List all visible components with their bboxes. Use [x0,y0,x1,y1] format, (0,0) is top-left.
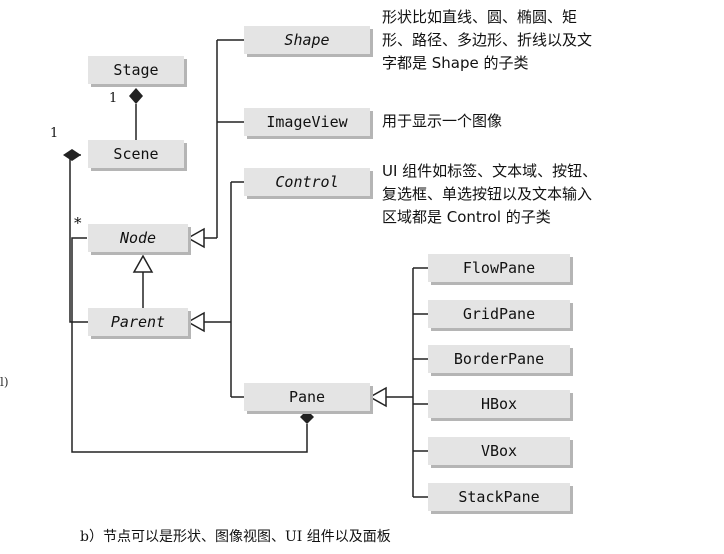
multiplicity-scene-parent: 1 [50,126,59,141]
stage-diamond [129,88,143,104]
class-stackpane: StackPane [428,483,570,511]
note-control-line-3: 区域都是 Control 的子类 [382,208,551,226]
note-imageview-line-1: 用于显示一个图像 [382,112,503,130]
note-control-line-2: 复选框、单选按钮以及文本输入 [382,185,593,203]
class-shape: Shape [244,26,370,54]
note-shape-line-3: 字都是 Shape 的子类 [382,54,529,72]
class-stage: Stage [88,56,184,84]
note-shape: 形状比如直线、圆、椭圆、矩 形、路径、多边形、折线以及文 字都是 Shape 的… [382,6,592,75]
figure-caption: b）节点可以是形状、图像视图、UI 组件以及面板 [80,529,391,545]
scene-diamond [63,149,81,161]
class-borderpane: BorderPane [428,345,570,373]
class-pane: Pane [244,383,370,411]
edge-fragment: l) [0,375,9,389]
node-inherit-arrow [132,254,154,273]
note-imageview: 用于显示一个图像 [382,110,502,133]
parent-inherit-arrow [186,311,205,333]
class-node: Node [88,224,188,252]
class-flowpane: FlowPane [428,254,570,282]
class-control: Control [244,168,370,196]
pane-children-link [71,237,308,453]
class-scene: Scene [88,140,184,168]
note-shape-line-2: 形、路径、多边形、折线以及文 [382,31,593,49]
node-inherit-arrow-2 [186,227,205,249]
pane-diamond [300,410,314,424]
class-vbox: VBox [428,437,570,465]
multiplicity-stage-scene: 1 [109,91,118,106]
class-imageview: ImageView [244,108,370,136]
multiplicity-pane-node: * [74,214,82,232]
note-control: UI 组件如标签、文本域、按钮、 复选框、单选按钮以及文本输入 区域都是 Con… [382,160,597,229]
class-gridpane: GridPane [428,300,570,328]
class-parent: Parent [88,308,188,336]
pane-inherit-arrow [368,386,387,408]
note-control-line-1: UI 组件如标签、文本域、按钮、 [382,162,598,180]
class-hbox: HBox [428,390,570,418]
note-shape-line-1: 形状比如直线、圆、椭圆、矩 [382,8,578,26]
